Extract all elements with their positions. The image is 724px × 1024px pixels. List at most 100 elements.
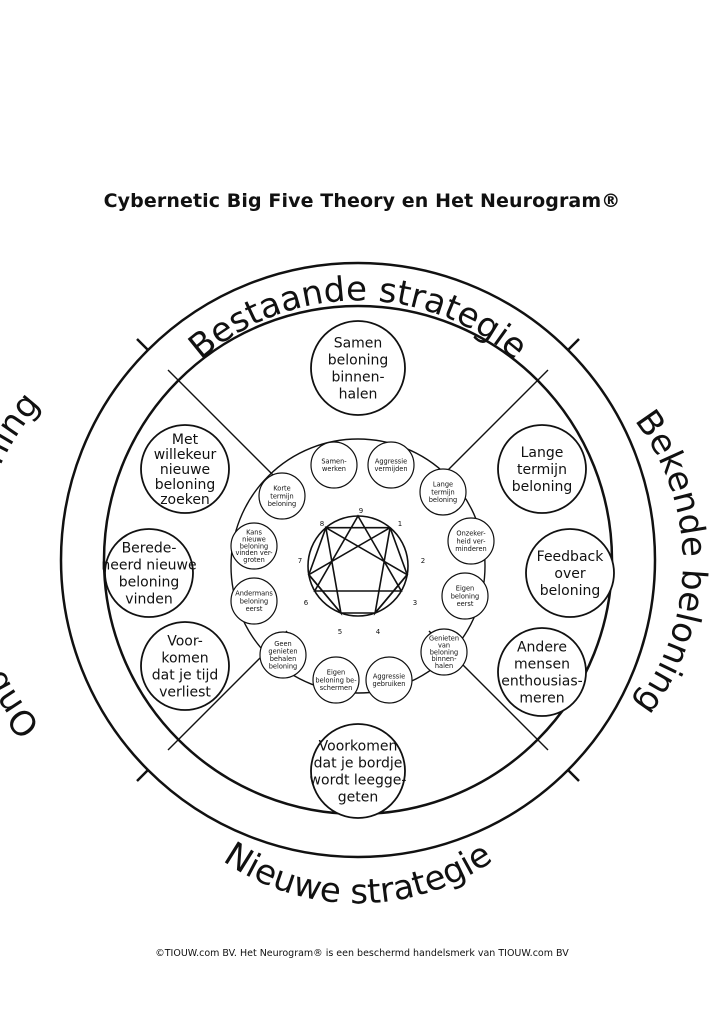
outer-bubble-left-3-line: Voor- [167, 633, 203, 649]
svg-text:Onbekende beloning: Onbekende beloning [0, 385, 48, 746]
outer-bubble-left-1-line: Met [172, 432, 199, 448]
outer-bubble-left-1-line: zoeken [160, 492, 210, 508]
divider-ring-bl [136, 769, 149, 782]
enneagram-hexad-cross [307, 526, 409, 616]
inner-bubble-i6-line: beloning [430, 648, 458, 656]
enneagram-number: 6 [304, 599, 309, 607]
outer-bubble-right-1-line: beloning [512, 479, 572, 495]
inner-bubble-i5-line: Eigen [456, 585, 474, 593]
inner-bubble-i4-line: heid ver- [457, 537, 487, 545]
inner-bubbles: Samen-werkenAggressievermijdenLangetermi… [230, 441, 495, 704]
enneagram-number: 3 [413, 599, 417, 607]
inner-bubble-i4-line: Onzeker- [456, 530, 486, 538]
divider-ring-tl [136, 338, 149, 351]
inner-bubble-i12-line: beloning [268, 500, 296, 508]
enneagram-number: 9 [359, 507, 363, 515]
inner-bubble-i10-line: beloning [240, 597, 268, 605]
outer-bubble-left-3-line: komen [161, 650, 208, 666]
middle-circle [230, 438, 486, 694]
inner-bubble-i8-line: Eigen [327, 669, 345, 677]
ring-label-left: Onbekende beloning [0, 385, 48, 746]
inner-bubble-i12-line: Korte [273, 485, 290, 493]
ring-label-bottom: Nieuwe strategie [217, 834, 499, 912]
inner-bubble-i11-line: beloning [240, 542, 268, 550]
outer-bubble-left-2-circle [104, 528, 194, 618]
outer-bubble-bottom-line: wordt leegge- [310, 772, 407, 788]
enneagram-triangle [313, 514, 403, 592]
outer-bubble-right-3-circle [497, 627, 587, 717]
enneagram-number: 2 [421, 557, 425, 565]
outer-bubble-right-2-line: Feedback [537, 549, 605, 565]
outer-bubble-right-2-line: over [554, 566, 585, 582]
inner-bubble-i9-line: Geen [274, 640, 291, 648]
outer-bubble-bottom-line: Voorkomen [319, 738, 398, 754]
svg-text:Bekende beloning: Bekende beloning [627, 403, 714, 723]
inner-bubble-i6-line: halen [435, 662, 453, 670]
inner-bubble-i2-circle [367, 441, 415, 489]
inner-bubble-i5-line: beloning [451, 592, 479, 600]
enneagram-number: 4 [376, 628, 381, 636]
outer-bubble-top-line: binnen- [331, 369, 384, 385]
enneagram-number: 1 [398, 520, 402, 528]
inner-bubble-i11-line: groten [243, 556, 265, 564]
outer-bubble-left-2-line: neerd nieuwe [101, 557, 196, 573]
outer-bubble-left-3-circle [140, 621, 230, 711]
outer-bubble-left-1-circle [140, 424, 230, 514]
inner-bubble-i9-line: genieten [268, 648, 297, 656]
inner-bubble-i6-line: van [438, 642, 450, 650]
outer-bubble-left-1-line: beloning [155, 477, 215, 493]
inner-bubble-i10-line: Andermans [235, 590, 273, 598]
outer-bubble-right-2-circle [525, 528, 615, 618]
inner-bubble-i7-line: gebruiken [373, 680, 406, 688]
page-title: Cybernetic Big Five Theory en Het Neurog… [103, 190, 621, 212]
inner-bubble-i5-line: eerst [457, 600, 474, 608]
inner-bubble-i11-circle [230, 522, 278, 570]
outer-bubble-left-3-line: dat je tijd [152, 667, 219, 683]
inner-bubble-i7-circle [365, 656, 413, 704]
outer-bubble-top-line: halen [339, 386, 378, 402]
inner-bubble-i2-line: vermijden [374, 465, 407, 473]
outer-bubble-right-1-circle [497, 424, 587, 514]
inner-bubble-i11-line: Kans [246, 529, 262, 537]
outer-bubble-right-2-line: beloning [540, 583, 600, 599]
enneagram-number: 8 [320, 520, 324, 528]
inner-bubble-i11-line: nieuwe [242, 536, 266, 544]
inner-bubble-i9-circle [259, 631, 307, 679]
outer-bubble-bottom-line: dat je bordje [314, 755, 403, 771]
outer-bubble-left-3-line: verliest [159, 684, 211, 700]
inner-bubble-i5-circle [441, 572, 489, 620]
divider-tl [167, 369, 288, 490]
footer-copyright: ©TIOUW.com BV. Het Neurogram® is een bes… [155, 948, 569, 959]
inner-bubble-i1-circle [310, 441, 358, 489]
inner-bubble-i1-line: werken [322, 465, 346, 473]
inner-bubble-i3-line: termijn [431, 488, 455, 496]
inner-bubble-i6-line: binnen- [432, 655, 458, 663]
inner-bubble-i3-line: beloning [429, 496, 457, 504]
outer-bubbles: Samenbeloningbinnen-halenLangetermijnbel… [101, 320, 615, 819]
outer-bubble-right-1-line: termijn [517, 462, 567, 478]
inner-bubble-i2-line: Aggressie [375, 458, 407, 466]
inner-bubble-i1: Samen-werken [310, 441, 358, 489]
outer-bubble-left-2-line: Berede- [122, 540, 177, 556]
outer-bubble-right-3-line: meren [519, 690, 564, 706]
inner-bubble-i10-circle [230, 577, 278, 625]
outer-bubble-bottom-line: geten [338, 789, 378, 805]
outer-bubble-bottom-circle [310, 723, 406, 819]
inner-bubble-i9-line: beloning [269, 663, 297, 671]
inner-bubble-i3-circle [419, 468, 467, 516]
inner-bubble-i1-line: Samen- [321, 458, 347, 466]
outer-bubble-left-2-line: beloning [119, 574, 179, 590]
